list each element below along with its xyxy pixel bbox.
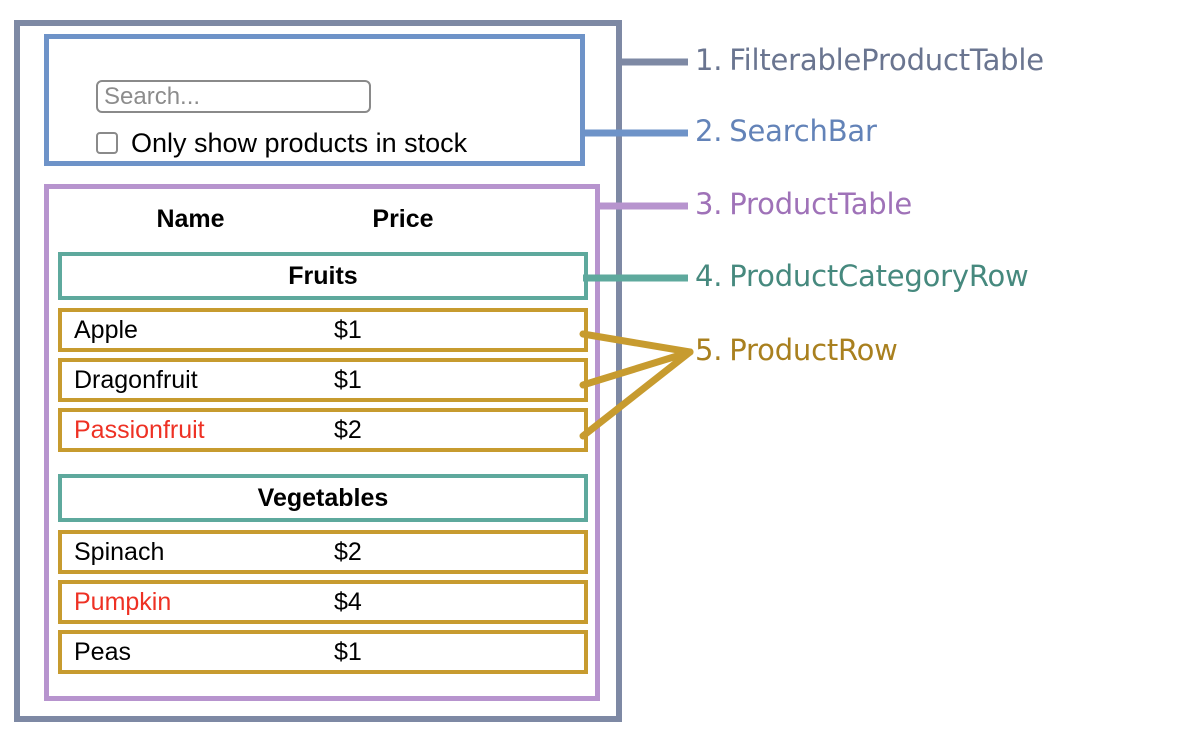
product-category-row: Vegetables	[58, 474, 588, 522]
product-row[interactable]: Peas $1	[58, 630, 588, 674]
legend-label: SearchBar	[729, 114, 877, 148]
product-category-label: Vegetables	[257, 483, 389, 512]
only-in-stock-label: Only show products in stock	[131, 128, 468, 158]
product-name: Spinach	[74, 537, 165, 566]
product-price: $4	[334, 587, 362, 616]
product-row[interactable]: Passionfruit $2	[58, 408, 588, 452]
filterable-product-table-container: Only show products in stock Name Price F…	[14, 20, 622, 722]
legend-item-product-category-row: 4.ProductCategoryRow	[695, 259, 1029, 293]
legend-number: 1.	[695, 43, 723, 77]
stock-filter-row[interactable]: Only show products in stock	[96, 128, 467, 158]
product-name: Pumpkin	[74, 587, 172, 616]
column-header-price: Price	[372, 204, 434, 233]
product-table-header: Name Price	[58, 197, 588, 241]
legend-number: 5.	[695, 333, 723, 367]
legend-number: 4.	[695, 259, 723, 293]
legend-label: ProductRow	[729, 333, 898, 367]
product-price: $2	[334, 537, 362, 566]
product-name: Dragonfruit	[74, 365, 198, 394]
product-price: $1	[334, 365, 362, 394]
product-name: Peas	[74, 637, 131, 666]
product-category-row: Fruits	[58, 252, 588, 300]
product-row[interactable]: Apple $1	[58, 308, 588, 352]
column-header-name: Name	[156, 204, 225, 233]
legend-number: 2.	[695, 114, 723, 148]
product-name: Apple	[74, 315, 138, 344]
legend-label: ProductTable	[729, 187, 912, 221]
legend-item-product-row: 5.ProductRow	[695, 333, 898, 367]
legend-label: FilterableProductTable	[729, 43, 1044, 77]
search-input[interactable]	[96, 80, 371, 113]
product-price: $2	[334, 415, 362, 444]
product-name: Passionfruit	[74, 415, 205, 444]
legend-item-product-table: 3.ProductTable	[695, 187, 912, 221]
product-row[interactable]: Pumpkin $4	[58, 580, 588, 624]
legend-number: 3.	[695, 187, 723, 221]
product-table-container: Name Price Fruits Apple $1 Dragonfruit $…	[44, 184, 600, 701]
legend-label: ProductCategoryRow	[729, 259, 1029, 293]
search-bar-container: Only show products in stock	[44, 34, 585, 166]
product-row[interactable]: Dragonfruit $1	[58, 358, 588, 402]
product-price: $1	[334, 637, 362, 666]
only-in-stock-checkbox[interactable]	[96, 132, 118, 154]
legend-item-filterable-product-table: 1.FilterableProductTable	[695, 43, 1044, 77]
legend-item-search-bar: 2.SearchBar	[695, 114, 877, 148]
product-price: $1	[334, 315, 362, 344]
product-category-label: Fruits	[288, 261, 358, 290]
product-row[interactable]: Spinach $2	[58, 530, 588, 574]
